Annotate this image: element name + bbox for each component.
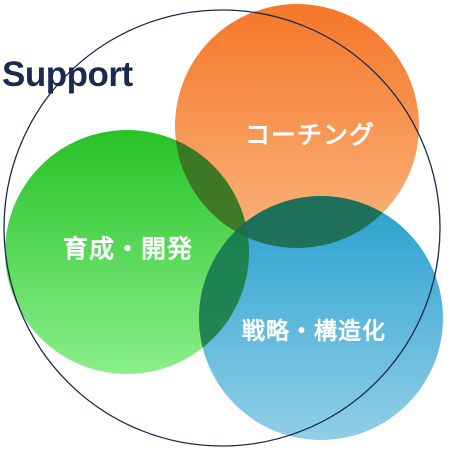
- strategy-structuring-label: 戦略・構造化: [242, 318, 386, 345]
- strategy-circle: [199, 196, 443, 440]
- growth-circle: [5, 130, 249, 374]
- coaching-circle: [175, 4, 419, 248]
- growth-development-label: 育成・開発: [62, 234, 194, 264]
- support-outline-circle: [3, 9, 441, 447]
- coaching-label: コーチング: [244, 120, 376, 150]
- support-title: Support: [2, 55, 133, 94]
